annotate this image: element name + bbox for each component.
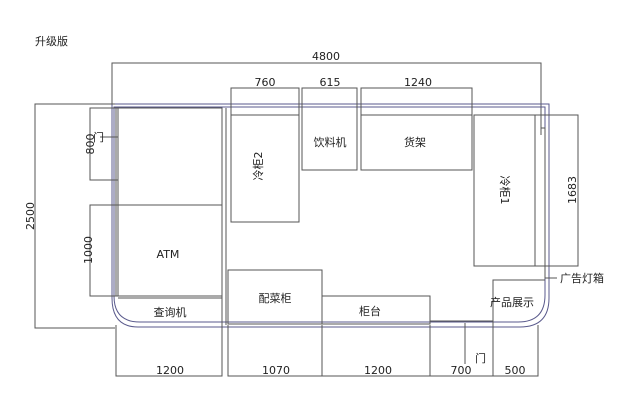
shelf	[360, 87, 473, 171]
bottom-dimension-label: 700	[451, 364, 472, 377]
drink-machine	[301, 87, 358, 171]
left-door-label: 门	[93, 130, 104, 144]
total-width-dimension-line	[111, 62, 542, 135]
fridge2-label: 冷柜2	[252, 152, 265, 181]
atm-depth-label: 1000	[82, 236, 95, 264]
total-depth-dimension-line	[34, 103, 115, 329]
display-label: 产品展示	[490, 295, 534, 309]
atm-room	[117, 107, 223, 297]
side-cabinet-label: 配菜柜	[259, 292, 292, 305]
counter-label: 柜台	[359, 304, 381, 318]
bottom-dimension-label: 1070	[262, 364, 290, 377]
bottom-dimension-label: 1200	[156, 364, 184, 377]
drink-machine-label: 饮料机	[314, 135, 347, 149]
shelf-width-label: 1240	[404, 76, 432, 89]
fridge1-dimension-box	[534, 114, 579, 267]
bottom-door-label: 门	[475, 351, 486, 365]
lightbox-marker	[541, 127, 557, 279]
bottom-dimension-label: 500	[505, 364, 526, 377]
total-width-label: 4800	[312, 50, 340, 63]
kiosk-label: 查询机	[154, 305, 187, 319]
plan-title: 升级版	[35, 34, 68, 48]
left-door-width-label: 800	[84, 134, 97, 155]
counter	[321, 295, 431, 325]
fridge2-dimension-box	[230, 87, 300, 223]
shelf-label: 货架	[404, 135, 426, 149]
fridge1-depth-label: 1683	[566, 176, 579, 204]
lightbox-label: 广告灯箱	[560, 271, 604, 285]
store-outline-inner	[113, 106, 546, 323]
fridge2-width-label: 760	[255, 76, 276, 89]
atm-label: ATM	[157, 248, 180, 261]
bottom-dimension-lines	[115, 325, 539, 377]
display-area	[492, 279, 545, 325]
store-outline-outer	[111, 103, 550, 328]
drink-machine-width-label: 615	[320, 76, 341, 89]
total-depth-label: 2500	[24, 202, 37, 230]
fridge1-label: 冷柜1	[498, 176, 511, 205]
bottom-dimension-label: 1200	[364, 364, 392, 377]
